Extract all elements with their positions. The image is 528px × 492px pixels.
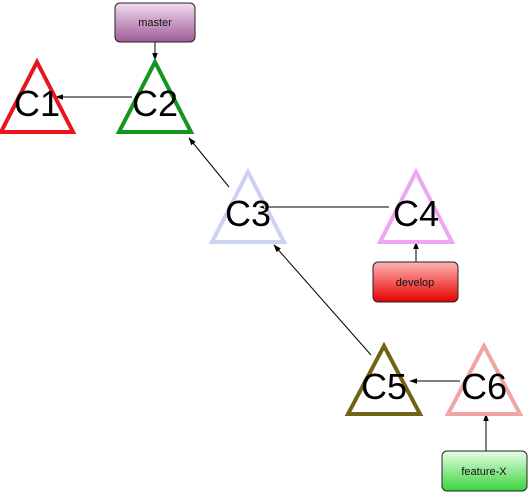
ref-develop-label: develop xyxy=(396,277,435,289)
commit-c5-label: C5 xyxy=(361,366,407,407)
ref-feature-x[interactable]: feature-X xyxy=(441,450,528,492)
edges xyxy=(55,94,460,384)
commit-c2-triangle-icon xyxy=(115,57,195,134)
commit-c2[interactable]: C2 xyxy=(115,57,195,134)
ref-feature-x-label: feature-X xyxy=(461,466,507,478)
commit-c3-label: C3 xyxy=(225,193,271,234)
commit-c4[interactable]: C4 xyxy=(376,167,456,244)
commit-c6-label: C6 xyxy=(461,366,507,407)
commit-c4-label: C4 xyxy=(393,193,439,234)
ref-master-box xyxy=(114,2,196,43)
commit-c1-triangle-icon xyxy=(0,57,77,134)
commit-c6-triangle-icon xyxy=(444,341,524,416)
commit-c1-label: C1 xyxy=(14,83,60,124)
edge-c3-c2 xyxy=(188,137,230,188)
commit-c3[interactable]: C3 xyxy=(208,167,288,244)
edge-c5-c3 xyxy=(273,244,372,356)
commit-c5[interactable]: C5 xyxy=(344,341,424,416)
commit-c6[interactable]: C6 xyxy=(444,341,524,416)
commit-c2-label: C2 xyxy=(132,83,178,124)
ref-develop[interactable]: develop xyxy=(372,261,459,303)
ref-feature-x-box xyxy=(441,450,528,492)
commit-c1[interactable]: C1 xyxy=(0,57,77,134)
commit-c3-triangle-icon xyxy=(208,167,288,244)
ref-master-label: master xyxy=(138,17,172,29)
ref-master[interactable]: master xyxy=(114,2,196,43)
commit-c5-triangle-icon xyxy=(344,341,424,416)
commit-c4-triangle-icon xyxy=(376,167,456,244)
ref-develop-box xyxy=(372,261,459,303)
ref-pointers xyxy=(152,42,489,451)
